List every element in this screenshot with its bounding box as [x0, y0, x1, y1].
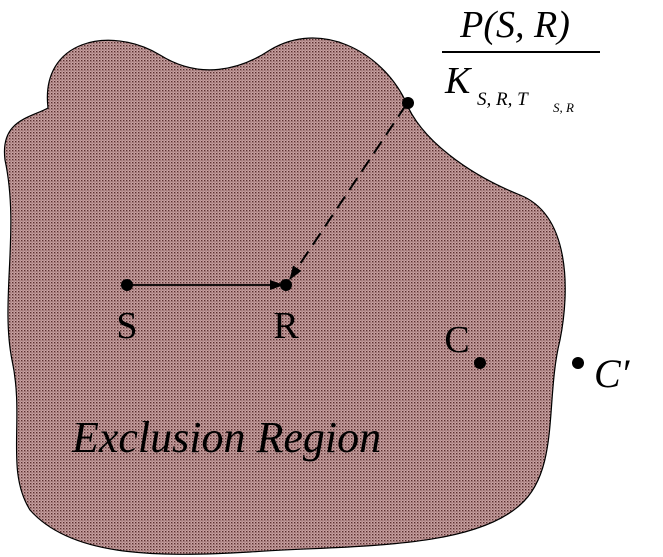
node-c-label: C — [444, 319, 469, 361]
formula-numerator: P(S, R) — [459, 4, 570, 46]
node-c-prime-point — [572, 357, 584, 369]
ratio-formula: P(S, R) K S, R, T S, R — [442, 4, 600, 115]
boundary-to-r-dashed-arrow — [289, 104, 407, 280]
node-c-point — [474, 357, 486, 369]
formula-denominator-sub-subscript: S, R — [553, 100, 574, 115]
boundary-point — [402, 97, 414, 109]
exclusion-region — [3, 37, 566, 555]
node-s-point — [121, 279, 133, 291]
formula-denominator-subscript: S, R, T — [477, 89, 529, 110]
node-c-prime-label: C′ — [594, 351, 631, 396]
region-label: Exclusion Region — [71, 413, 381, 462]
formula-denominator-main: K — [444, 60, 472, 102]
node-r-point — [280, 279, 292, 291]
node-r-label: R — [273, 305, 299, 347]
node-s-label: S — [116, 305, 137, 347]
